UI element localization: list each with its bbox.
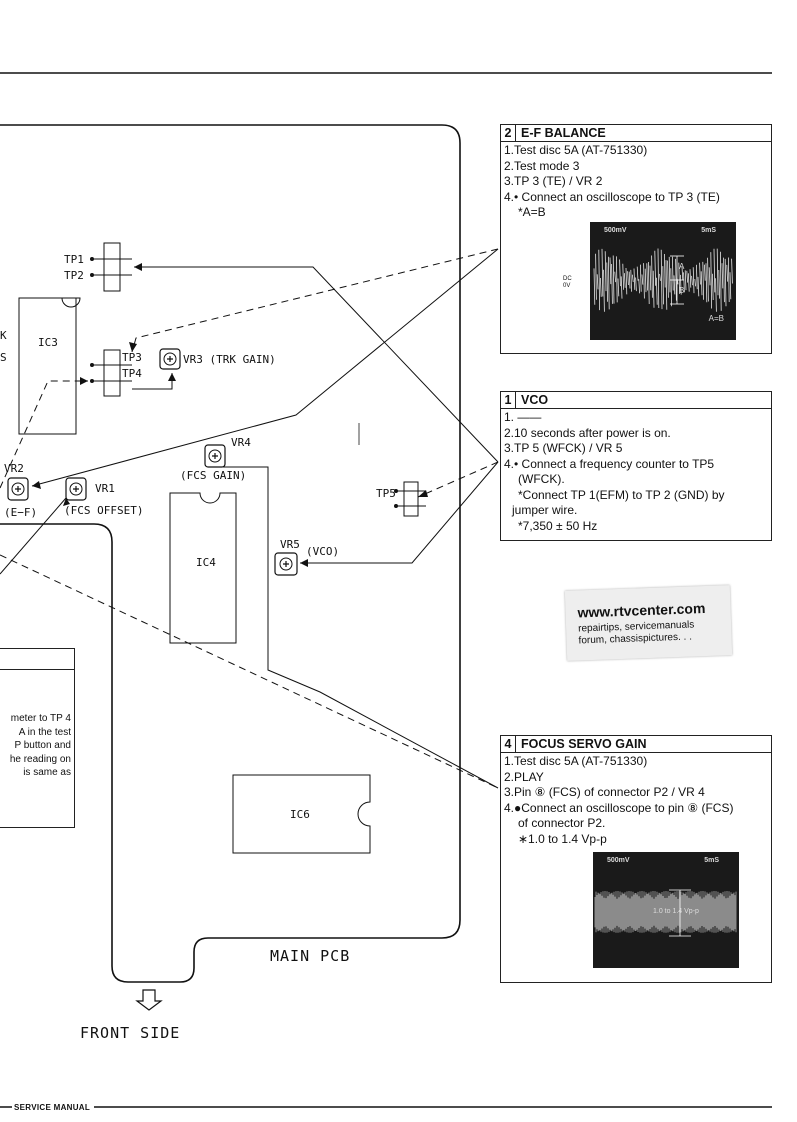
procedure-step: 2.10 seconds after power is on. — [504, 425, 671, 440]
procedure-step: 3.TP 5 (WFCK) / VR 5 — [504, 441, 623, 455]
procedure-step: 4.• Connect a frequency counter to TP5 — [504, 456, 715, 471]
procedure-step: 2.PLAY — [504, 769, 544, 784]
pcb-outline — [0, 124, 461, 983]
vr1-name: (FCS OFFSET) — [64, 504, 143, 517]
note-line: P button and — [14, 740, 71, 751]
vr5-resistor — [274, 552, 298, 576]
vr1-label: VR1 — [95, 482, 115, 495]
procedure-step: 1. —— — [504, 410, 542, 424]
tp1-label: TP1 — [64, 253, 84, 266]
tp3-label: TP3 — [122, 351, 142, 364]
vr1-resistor — [65, 477, 87, 501]
fcs-oscilloscope-trace: 500mV 5mS 1.0 to 1.4 Vp-p — [593, 852, 739, 968]
ic4-chip — [169, 492, 237, 644]
procedure-step: 3.Pin ⑧ (FCS) of connector P2 / VR 4 — [504, 785, 705, 799]
vr3-label: VR3 (TRK GAIN) — [183, 353, 276, 366]
procedure-title: E-F BALANCE — [521, 126, 606, 140]
procedure-number: 2 — [501, 125, 516, 141]
left-fragment-k: K — [0, 329, 7, 342]
scope-marker-b: B — [679, 286, 685, 295]
tp3-tp4-header — [103, 349, 121, 397]
vr2-label: VR2 — [4, 462, 24, 475]
scope-equality: A=B — [708, 314, 724, 323]
tp5-header — [403, 481, 419, 517]
procedure-vco: 1 VCO 1. —— 2.10 seconds after power is o… — [500, 391, 772, 541]
front-side-label: FRONT SIDE — [80, 1024, 180, 1042]
vr2-name: (E−F) — [4, 506, 37, 519]
vr5-name: (VCO) — [306, 545, 339, 558]
procedure-step: *A=B — [518, 205, 546, 219]
vr4-resistor — [204, 444, 226, 468]
note-line: A in the test — [18, 726, 71, 738]
left-note-box: meter to TP 4 A in the test P button and… — [0, 648, 75, 828]
tp2-label: TP2 — [64, 269, 84, 282]
scope-time: 5mS — [701, 227, 716, 234]
procedure-number: 1 — [501, 392, 516, 408]
tp5-label: TP5 — [376, 487, 396, 500]
scope-dc-marker: DC 0V — [563, 276, 572, 289]
note-line: he reading on — [9, 753, 71, 765]
procedure-step: *7,350 ± 50 Hz — [518, 518, 598, 533]
watermark-sticker: www.rtvcenter.com repairtips, serviceman… — [564, 585, 733, 661]
vr4-name: (FCS GAIN) — [180, 469, 246, 482]
ic3-chip — [18, 297, 81, 435]
ic6-chip — [232, 774, 371, 854]
vr3-resistor — [159, 348, 181, 370]
tp1-tp2-header — [103, 242, 121, 292]
scope-time: 5mS — [704, 857, 719, 864]
procedure-step: ∗1.0 to 1.4 Vp-p — [518, 831, 607, 846]
vr4-label: VR4 — [231, 436, 251, 449]
procedure-step: of connector P2. — [518, 816, 606, 830]
tp4-label: TP4 — [122, 367, 142, 380]
procedure-step: 4.●Connect an oscilloscope to pin ⑧ (FCS… — [504, 800, 734, 815]
ic6-label: IC6 — [290, 808, 310, 821]
footer-label: SERVICE MANUAL — [14, 1103, 91, 1112]
vr2-resistor — [7, 477, 29, 501]
ef-oscilloscope-trace: 500mV 5mS A B A=B — [590, 222, 736, 340]
procedure-step: 1.Test disc 5A (AT-751330) — [504, 143, 648, 157]
procedure-step: (WFCK). — [518, 472, 565, 486]
procedure-step: 4.• Connect an oscilloscope to TP 3 (TE) — [504, 189, 720, 204]
procedure-step: *Connect TP 1(EFM) to TP 2 (GND) by — [518, 487, 725, 502]
watermark-site: www.rtvcenter.com — [577, 600, 706, 621]
scope-level: 1.0 to 1.4 Vp-p — [653, 908, 699, 915]
procedure-step: jumper wire. — [512, 503, 578, 517]
procedure-number: 4 — [501, 736, 516, 752]
scope-volts: 500mV — [607, 857, 630, 864]
procedure-step: 2.Test mode 3 — [504, 158, 580, 173]
ic4-label: IC4 — [196, 556, 216, 569]
left-fragment-s: S — [0, 351, 7, 364]
procedure-title: FOCUS SERVO GAIN — [521, 737, 647, 751]
procedure-step: 3.TP 3 (TE) / VR 2 — [504, 174, 603, 188]
main-pcb-label: MAIN PCB — [270, 947, 350, 965]
procedure-title: VCO — [521, 393, 549, 407]
note-line: meter to TP 4 — [10, 713, 71, 724]
front-side-arrow — [135, 989, 163, 1011]
note-line: is same as — [23, 767, 71, 778]
vr5-label: VR5 — [280, 538, 300, 551]
scope-marker-a: A — [679, 262, 685, 271]
ic3-label: IC3 — [38, 336, 58, 349]
scope-volts: 500mV — [604, 227, 627, 234]
procedure-step: 1.Test disc 5A (AT-751330) — [504, 754, 648, 768]
